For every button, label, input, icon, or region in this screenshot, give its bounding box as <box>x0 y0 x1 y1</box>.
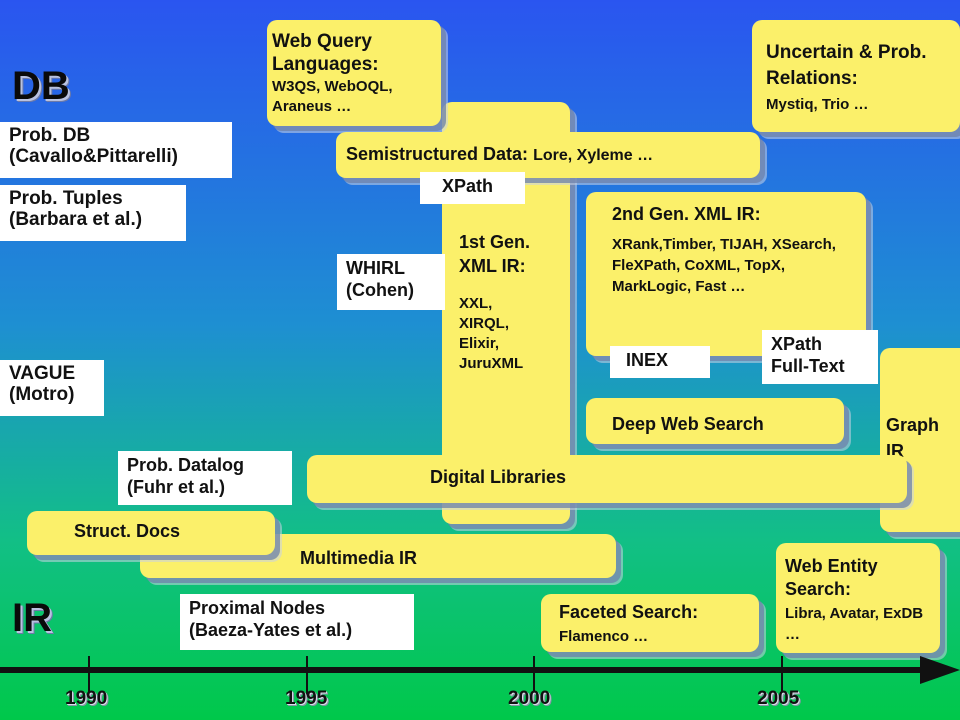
ir-section-label: IR <box>12 596 52 640</box>
semistructured-data-label: Semistructured Data: Lore, Xyleme … <box>346 144 653 165</box>
graph-ir-box: Graph IR <box>880 348 960 532</box>
second-gen-xml-ir-box: 2nd Gen. XML IR: XRank,Timber, TIJAH, XS… <box>586 192 866 356</box>
semistructured-data-box: Semistructured Data: Lore, Xyleme … <box>336 132 760 178</box>
web-query-languages-systems: W3QS, WebOQL, Araneus … <box>272 78 393 115</box>
uncertain-prob-relations-box: Uncertain & Prob. Relations: Mystiq, Tri… <box>752 20 960 132</box>
proximal-nodes-authors: (Baeza-Yates et al.) <box>189 620 353 640</box>
struct-docs-box: Struct. Docs <box>27 511 275 555</box>
semistructured-data-title: Semistructured Data: <box>346 144 529 164</box>
prob-datalog-label: Prob. Datalog (Fuhr et al.) <box>118 451 292 505</box>
prob-db-name: Prob. DB <box>9 125 91 146</box>
multimedia-ir-label: Multimedia IR <box>300 548 418 568</box>
struct-docs-label: Struct. Docs <box>74 521 181 541</box>
xpath-fulltext-line-2: Full-Text <box>771 356 845 376</box>
prob-datalog-authors: (Fuhr et al.) <box>127 477 225 497</box>
proximal-nodes-name: Proximal Nodes <box>189 598 326 618</box>
timeline-tick-1995 <box>306 656 308 696</box>
year-label-1995: 1995 <box>285 688 328 709</box>
first-gen-system-3: Elixir, <box>459 335 500 352</box>
prob-tuples-label: Prob. Tuples (Barbara et al.) <box>0 185 186 241</box>
first-gen-system-1: XXL, <box>459 295 493 312</box>
timeline-axis <box>0 667 925 673</box>
second-gen-xml-ir-systems: XRank,Timber, TIJAH, XSearch, FleXPath, … <box>612 236 836 295</box>
web-entity-search-title: Web Entity Search: <box>785 556 878 599</box>
year-label-2000: 2000 <box>508 688 551 709</box>
prob-tuples-name: Prob. Tuples <box>9 188 123 209</box>
digital-libraries-label: Digital Libraries <box>430 467 567 487</box>
web-query-languages-title: Web Query Languages: <box>272 31 379 75</box>
timeline-tick-1990 <box>88 656 90 696</box>
inex-label: INEX <box>610 346 710 378</box>
uncertain-prob-relations-title: Uncertain & Prob. Relations: <box>766 42 927 89</box>
vague-label: VAGUE (Motro) <box>0 360 104 416</box>
faceted-search-systems: Flamenco … <box>559 628 649 645</box>
uncertain-prob-relations-systems: Mystiq, Trio … <box>766 96 869 113</box>
xpath-label: XPath <box>420 172 525 204</box>
timeline-tick-2000 <box>533 656 535 696</box>
whirl-label: WHIRL (Cohen) <box>337 254 445 310</box>
year-label-2005: 2005 <box>757 688 800 709</box>
digital-libraries-box: Digital Libraries <box>307 455 907 503</box>
whirl-name: WHIRL <box>346 258 405 278</box>
deep-web-search-box: Deep Web Search <box>586 398 844 444</box>
vague-authors: (Motro) <box>9 384 75 405</box>
prob-datalog-name: Prob. Datalog <box>127 455 245 475</box>
vague-name: VAGUE <box>9 363 76 384</box>
year-label-1990: 1990 <box>65 688 108 709</box>
first-gen-xml-ir-systems: XXL, XIRQL, Elixir, JuruXML <box>459 294 523 374</box>
web-entity-search-systems: Libra, Avatar, ExDB … <box>785 605 924 643</box>
xpath-fulltext-line-1: XPath <box>771 334 823 354</box>
faceted-search-title: Faceted Search: <box>559 602 699 622</box>
timeline-arrow-icon <box>920 656 960 684</box>
prob-db-label: Prob. DB (Cavallo&Pittarelli) <box>0 122 232 178</box>
timeline-tick-2005 <box>781 656 783 696</box>
semistructured-data-systems: Lore, Xyleme … <box>533 147 654 164</box>
xpath-fulltext-label: XPath Full-Text <box>762 330 878 384</box>
second-gen-xml-ir-title: 2nd Gen. XML IR: <box>612 204 761 224</box>
prob-tuples-authors: (Barbara et al.) <box>9 209 143 230</box>
whirl-authors: (Cohen) <box>346 280 414 300</box>
web-query-languages-box: Web Query Languages: W3QS, WebOQL, Arane… <box>267 20 441 126</box>
web-entity-search-box: Web Entity Search: Libra, Avatar, ExDB … <box>776 543 940 653</box>
prob-db-authors: (Cavallo&Pittarelli) <box>9 146 178 167</box>
first-gen-xml-ir-title: 1st Gen. XML IR: <box>459 232 531 276</box>
deep-web-search-label: Deep Web Search <box>612 414 764 434</box>
faceted-search-box: Faceted Search: Flamenco … <box>541 594 759 652</box>
first-gen-system-4: JuruXML <box>459 355 524 372</box>
proximal-nodes-label: Proximal Nodes (Baeza-Yates et al.) <box>180 594 414 650</box>
db-section-label: DB <box>12 64 70 108</box>
first-gen-system-2: XIRQL, <box>459 315 510 332</box>
